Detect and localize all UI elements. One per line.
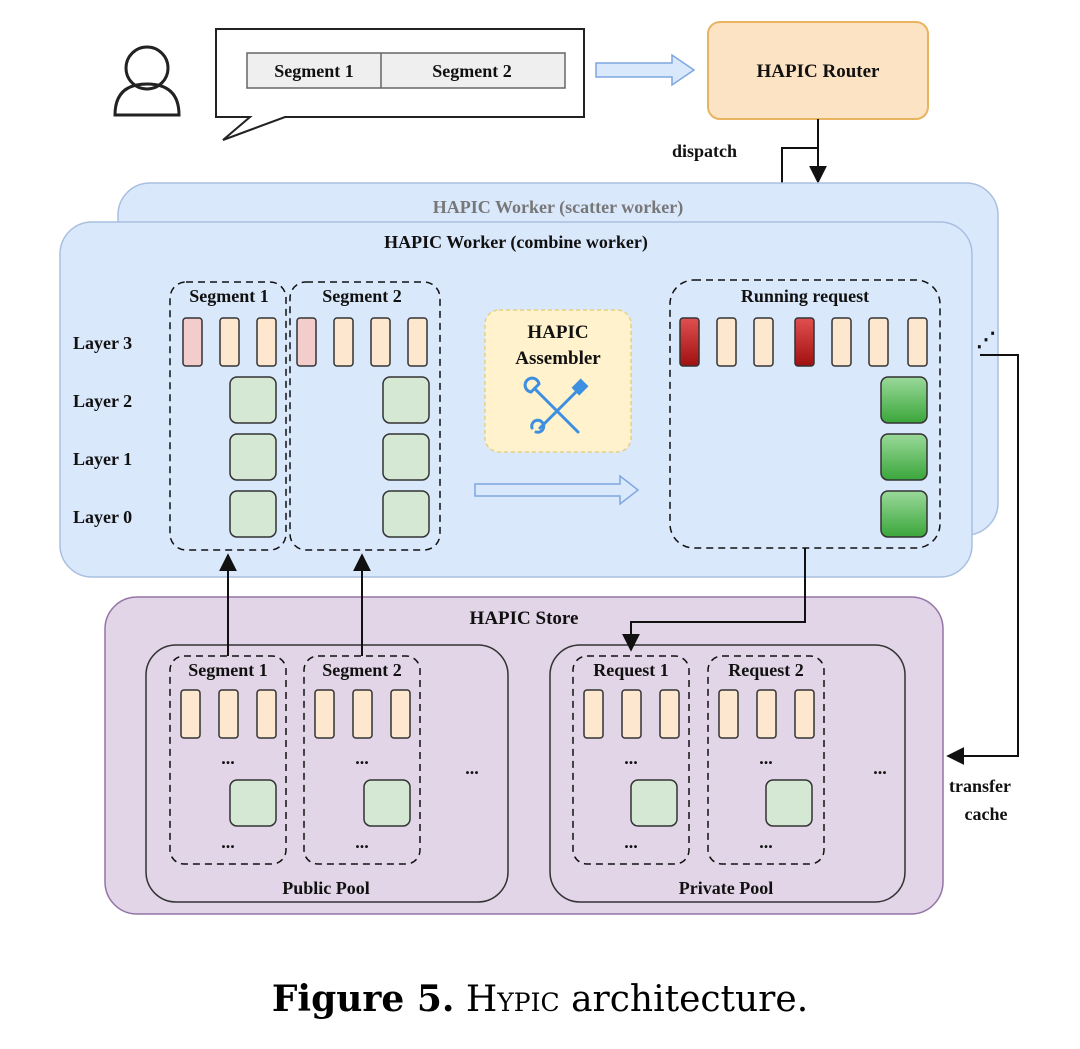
public-segment-1-ellipsis-bottom: ... (221, 832, 235, 852)
public-pool-label: Public Pool (282, 878, 370, 898)
running-request-label: Running request (741, 286, 869, 306)
layer-0-label: Layer 0 (73, 507, 132, 527)
public-segment-1-label: Segment 1 (188, 660, 268, 680)
worker-segment-2-blocks (382, 376, 430, 538)
private-request-1-ellipsis-bottom: ... (624, 832, 638, 852)
layer-2-label: Layer 2 (73, 391, 132, 411)
assemble-arrow (474, 474, 640, 506)
worker-segment-1-label: Segment 1 (189, 286, 269, 306)
public-pool (145, 644, 509, 903)
private-request-1-label: Request 1 (593, 660, 669, 680)
private-request-2-block (765, 779, 813, 827)
scatter-worker-title: HAPIC Worker (scatter worker) (433, 197, 683, 218)
worker-segment-1-blocks (229, 376, 277, 538)
load-arrows (219, 553, 371, 656)
transfer-cache-arrow (946, 354, 1019, 765)
running-request-tokens (679, 317, 928, 367)
transfer-label-line2: cache (965, 804, 1008, 824)
save-request-arrow (622, 548, 806, 652)
more-workers-ellipsis: ⋰ (976, 329, 996, 351)
public-segment-2-label: Segment 2 (322, 660, 402, 680)
worker-segment-1-group (169, 281, 287, 551)
dispatch-label: dispatch (672, 141, 737, 161)
private-request-2-tokens (718, 689, 815, 739)
assembler-title-line1: HAPIC (527, 322, 588, 343)
public-segment-2-block (363, 779, 411, 827)
worker-segment-2-tokens (296, 317, 428, 367)
hapic-assembler (484, 309, 632, 453)
prompt-to-router-arrow (595, 53, 696, 87)
worker-segment-2-label: Segment 2 (322, 286, 402, 306)
combine-worker-title: HAPIC Worker (combine worker) (384, 232, 648, 253)
figure-number: Figure 5. (271, 978, 455, 1020)
store-title: HAPIC Store (470, 608, 579, 629)
hapic-store (104, 596, 944, 915)
prompt-segments: Segment 1 Segment 2 (246, 52, 566, 89)
tools-icon (523, 376, 589, 434)
private-request-1-tokens (583, 689, 680, 739)
layer-3-label: Layer 3 (73, 333, 132, 353)
worker-segment-2-group (289, 281, 441, 551)
user-icon (113, 45, 181, 117)
layer-1-label: Layer 1 (73, 449, 132, 469)
private-request-1-ellipsis-top: ... (624, 748, 638, 768)
assembler-title-line2: Assembler (515, 348, 601, 369)
architecture-diagram: Segment 1 Segment 2 HAPIC Router dispatc… (59, 21, 1019, 915)
figure-caption: Figure 5. Hypic architecture. (0, 978, 1080, 1020)
private-request-1-block (630, 779, 678, 827)
system-name: Hypic (465, 979, 560, 1020)
public-segment-1-tokens (180, 689, 277, 739)
public-segment-2-tokens (314, 689, 411, 739)
public-segment-1-ellipsis-top: ... (221, 748, 235, 768)
public-pool-more: ... (465, 758, 479, 778)
public-segment-1-block (229, 779, 277, 827)
caption-text: architecture. (571, 979, 809, 1020)
private-request-2-label: Request 2 (728, 660, 804, 680)
worker-segment-1-tokens (182, 317, 277, 367)
private-pool-label: Private Pool (679, 878, 773, 898)
transfer-label-line1: transfer (949, 776, 1011, 796)
public-segment-2-ellipsis-bottom: ... (355, 832, 369, 852)
private-pool (549, 644, 906, 903)
running-request-blocks (880, 376, 928, 538)
router-title: HAPIC Router (757, 61, 881, 82)
public-segment-2-ellipsis-top: ... (355, 748, 369, 768)
private-request-2-ellipsis-bottom: ... (759, 832, 773, 852)
private-pool-more: ... (873, 758, 887, 778)
prompt-segment-2-label: Segment 2 (432, 61, 512, 81)
prompt-segment-1-label: Segment 1 (274, 61, 354, 81)
private-request-2-ellipsis-top: ... (759, 748, 773, 768)
